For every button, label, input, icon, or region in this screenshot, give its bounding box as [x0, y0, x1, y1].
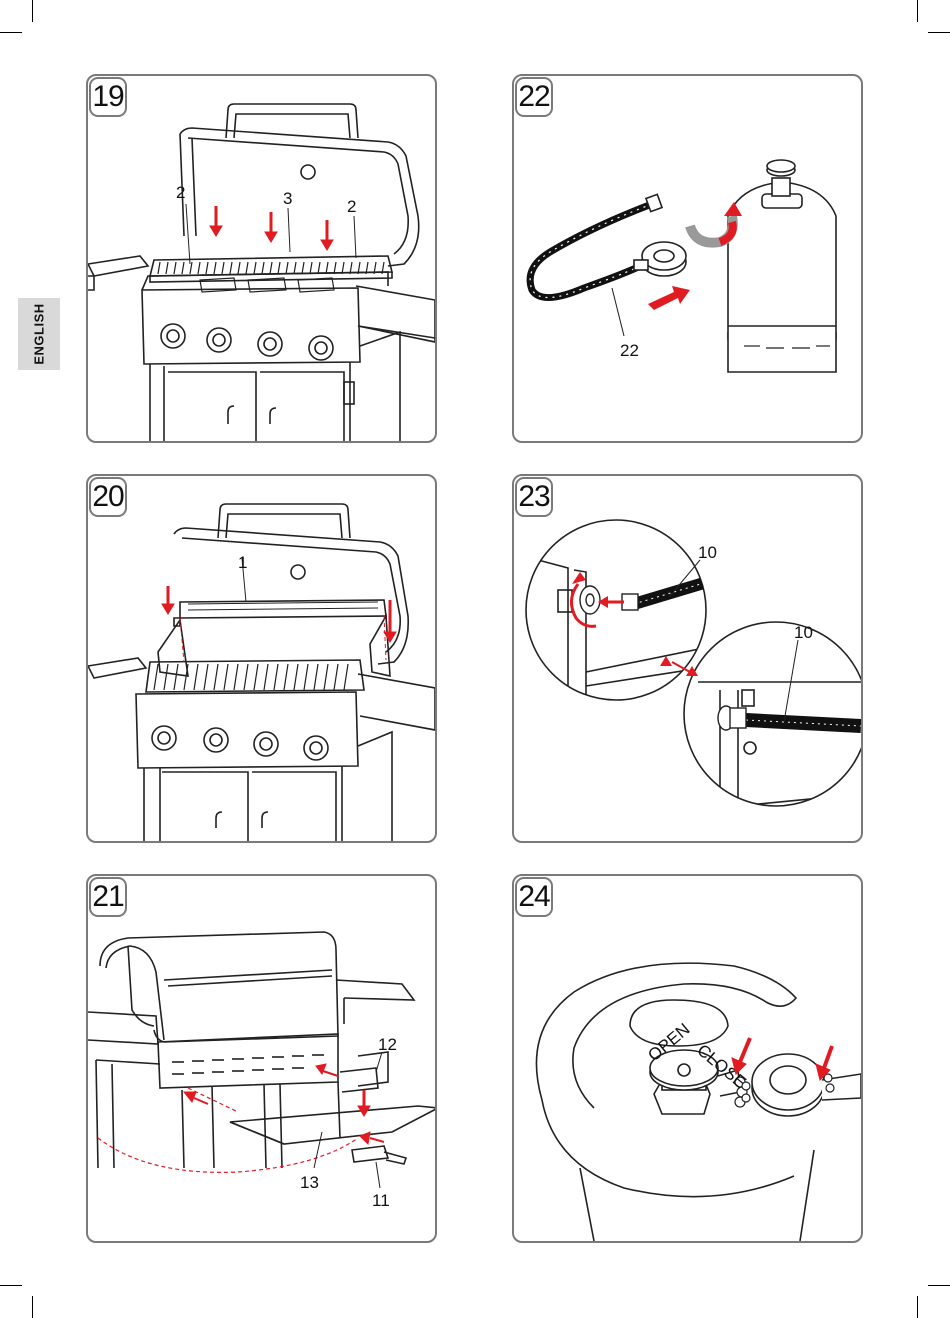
hose-connection-detail-illustration: 10 10 — [514, 476, 861, 841]
callout-label: 11 — [372, 1191, 390, 1210]
callout-label: 12 — [378, 1035, 397, 1054]
grill-cooking-grates-illustration: 2 3 2 — [88, 76, 435, 441]
crop-mark — [928, 1285, 950, 1286]
language-label: ENGLISH — [32, 303, 47, 364]
crop-mark — [0, 32, 22, 33]
step-19-panel: 19 — [86, 74, 437, 443]
step-number: 20 — [89, 477, 127, 517]
regulator-on-bottle-valve-illustration: OPEN CLOSE — [514, 876, 861, 1241]
hose-regulator-to-gas-bottle-illustration: 22 — [514, 76, 861, 441]
step-23-panel: 23 — [512, 474, 863, 843]
callout-label: 2 — [347, 197, 356, 216]
step-number: 19 — [89, 77, 127, 117]
crop-mark — [32, 1296, 33, 1318]
callout-label: 2 — [176, 183, 185, 202]
callout-label: 1 — [238, 553, 247, 572]
callout-label: 3 — [283, 189, 292, 208]
callout-label: 10 — [794, 623, 813, 642]
warming-rack-installation-illustration: 1 — [88, 476, 435, 841]
step-number: 23 — [515, 477, 553, 517]
step-22-panel: 22 22 — [512, 74, 863, 443]
callout-label: 10 — [698, 543, 717, 562]
language-tab: ENGLISH — [18, 298, 60, 370]
callout-label: 22 — [620, 341, 639, 360]
grease-tray-installation-illustration: 12 13 11 — [88, 876, 435, 1241]
step-number: 22 — [515, 77, 553, 117]
crop-mark — [32, 0, 33, 22]
crop-mark — [0, 1285, 22, 1286]
step-24-panel: 24 OPEN CL — [512, 874, 863, 1243]
crop-mark — [917, 0, 918, 22]
step-number: 24 — [515, 877, 553, 917]
step-21-panel: 21 — [86, 874, 437, 1243]
step-number: 21 — [89, 877, 127, 917]
crop-mark — [917, 1296, 918, 1318]
callout-label: 13 — [300, 1173, 319, 1192]
crop-mark — [928, 32, 950, 33]
step-20-panel: 20 — [86, 474, 437, 843]
